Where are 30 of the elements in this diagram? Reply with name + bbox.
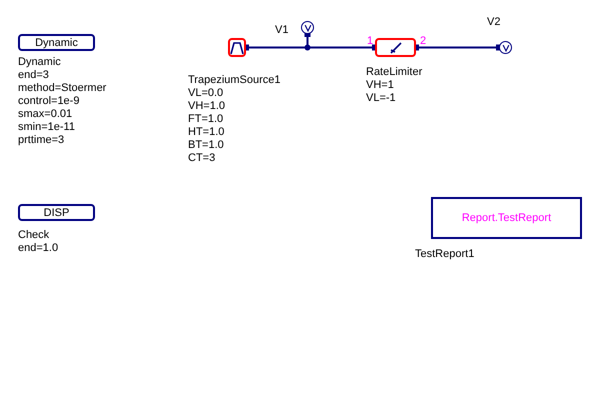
- parameter-text: CT=3: [188, 152, 216, 165]
- component-name: V2: [487, 16, 500, 29]
- parameter-text: VH=1: [366, 79, 394, 92]
- parameter-text: smin=1e-11: [18, 121, 75, 134]
- parameter-text: end=1.0: [18, 242, 58, 255]
- pin-number: 2: [420, 36, 426, 47]
- parameter-text: end=3: [18, 69, 49, 82]
- report-block: Report.TestReport: [431, 197, 582, 239]
- parameter-text: VL=-1: [366, 92, 396, 105]
- component-name: V1: [275, 24, 288, 37]
- display-block: DISP: [18, 204, 95, 221]
- parameter-text: VH=1.0: [188, 100, 225, 113]
- parameter-text: VL=0.0: [188, 87, 224, 100]
- component-name: Check: [18, 229, 50, 242]
- component-name: TrapeziumSource1: [188, 74, 281, 87]
- simulation-block: Dynamic: [18, 34, 95, 51]
- parameter-text: FT=1.0: [188, 113, 224, 126]
- rate-limiter-symbol: [375, 38, 416, 57]
- component-name: TestReport1: [415, 248, 474, 261]
- voltmeter-symbol: [499, 41, 512, 54]
- pin-number: 1: [367, 36, 374, 47]
- parameter-text: smax=0.01: [18, 108, 72, 121]
- component-name: Dynamic: [18, 56, 61, 69]
- component-name: RateLimiter: [366, 66, 422, 79]
- parameter-text: control=1e-9: [18, 95, 80, 108]
- parameter-text: prttime=3: [18, 134, 64, 147]
- parameter-text: method=Stoermer: [18, 82, 106, 95]
- parameter-text: HT=1.0: [188, 126, 224, 139]
- voltmeter-symbol: [301, 21, 314, 34]
- parameter-text: BT=1.0: [188, 139, 224, 152]
